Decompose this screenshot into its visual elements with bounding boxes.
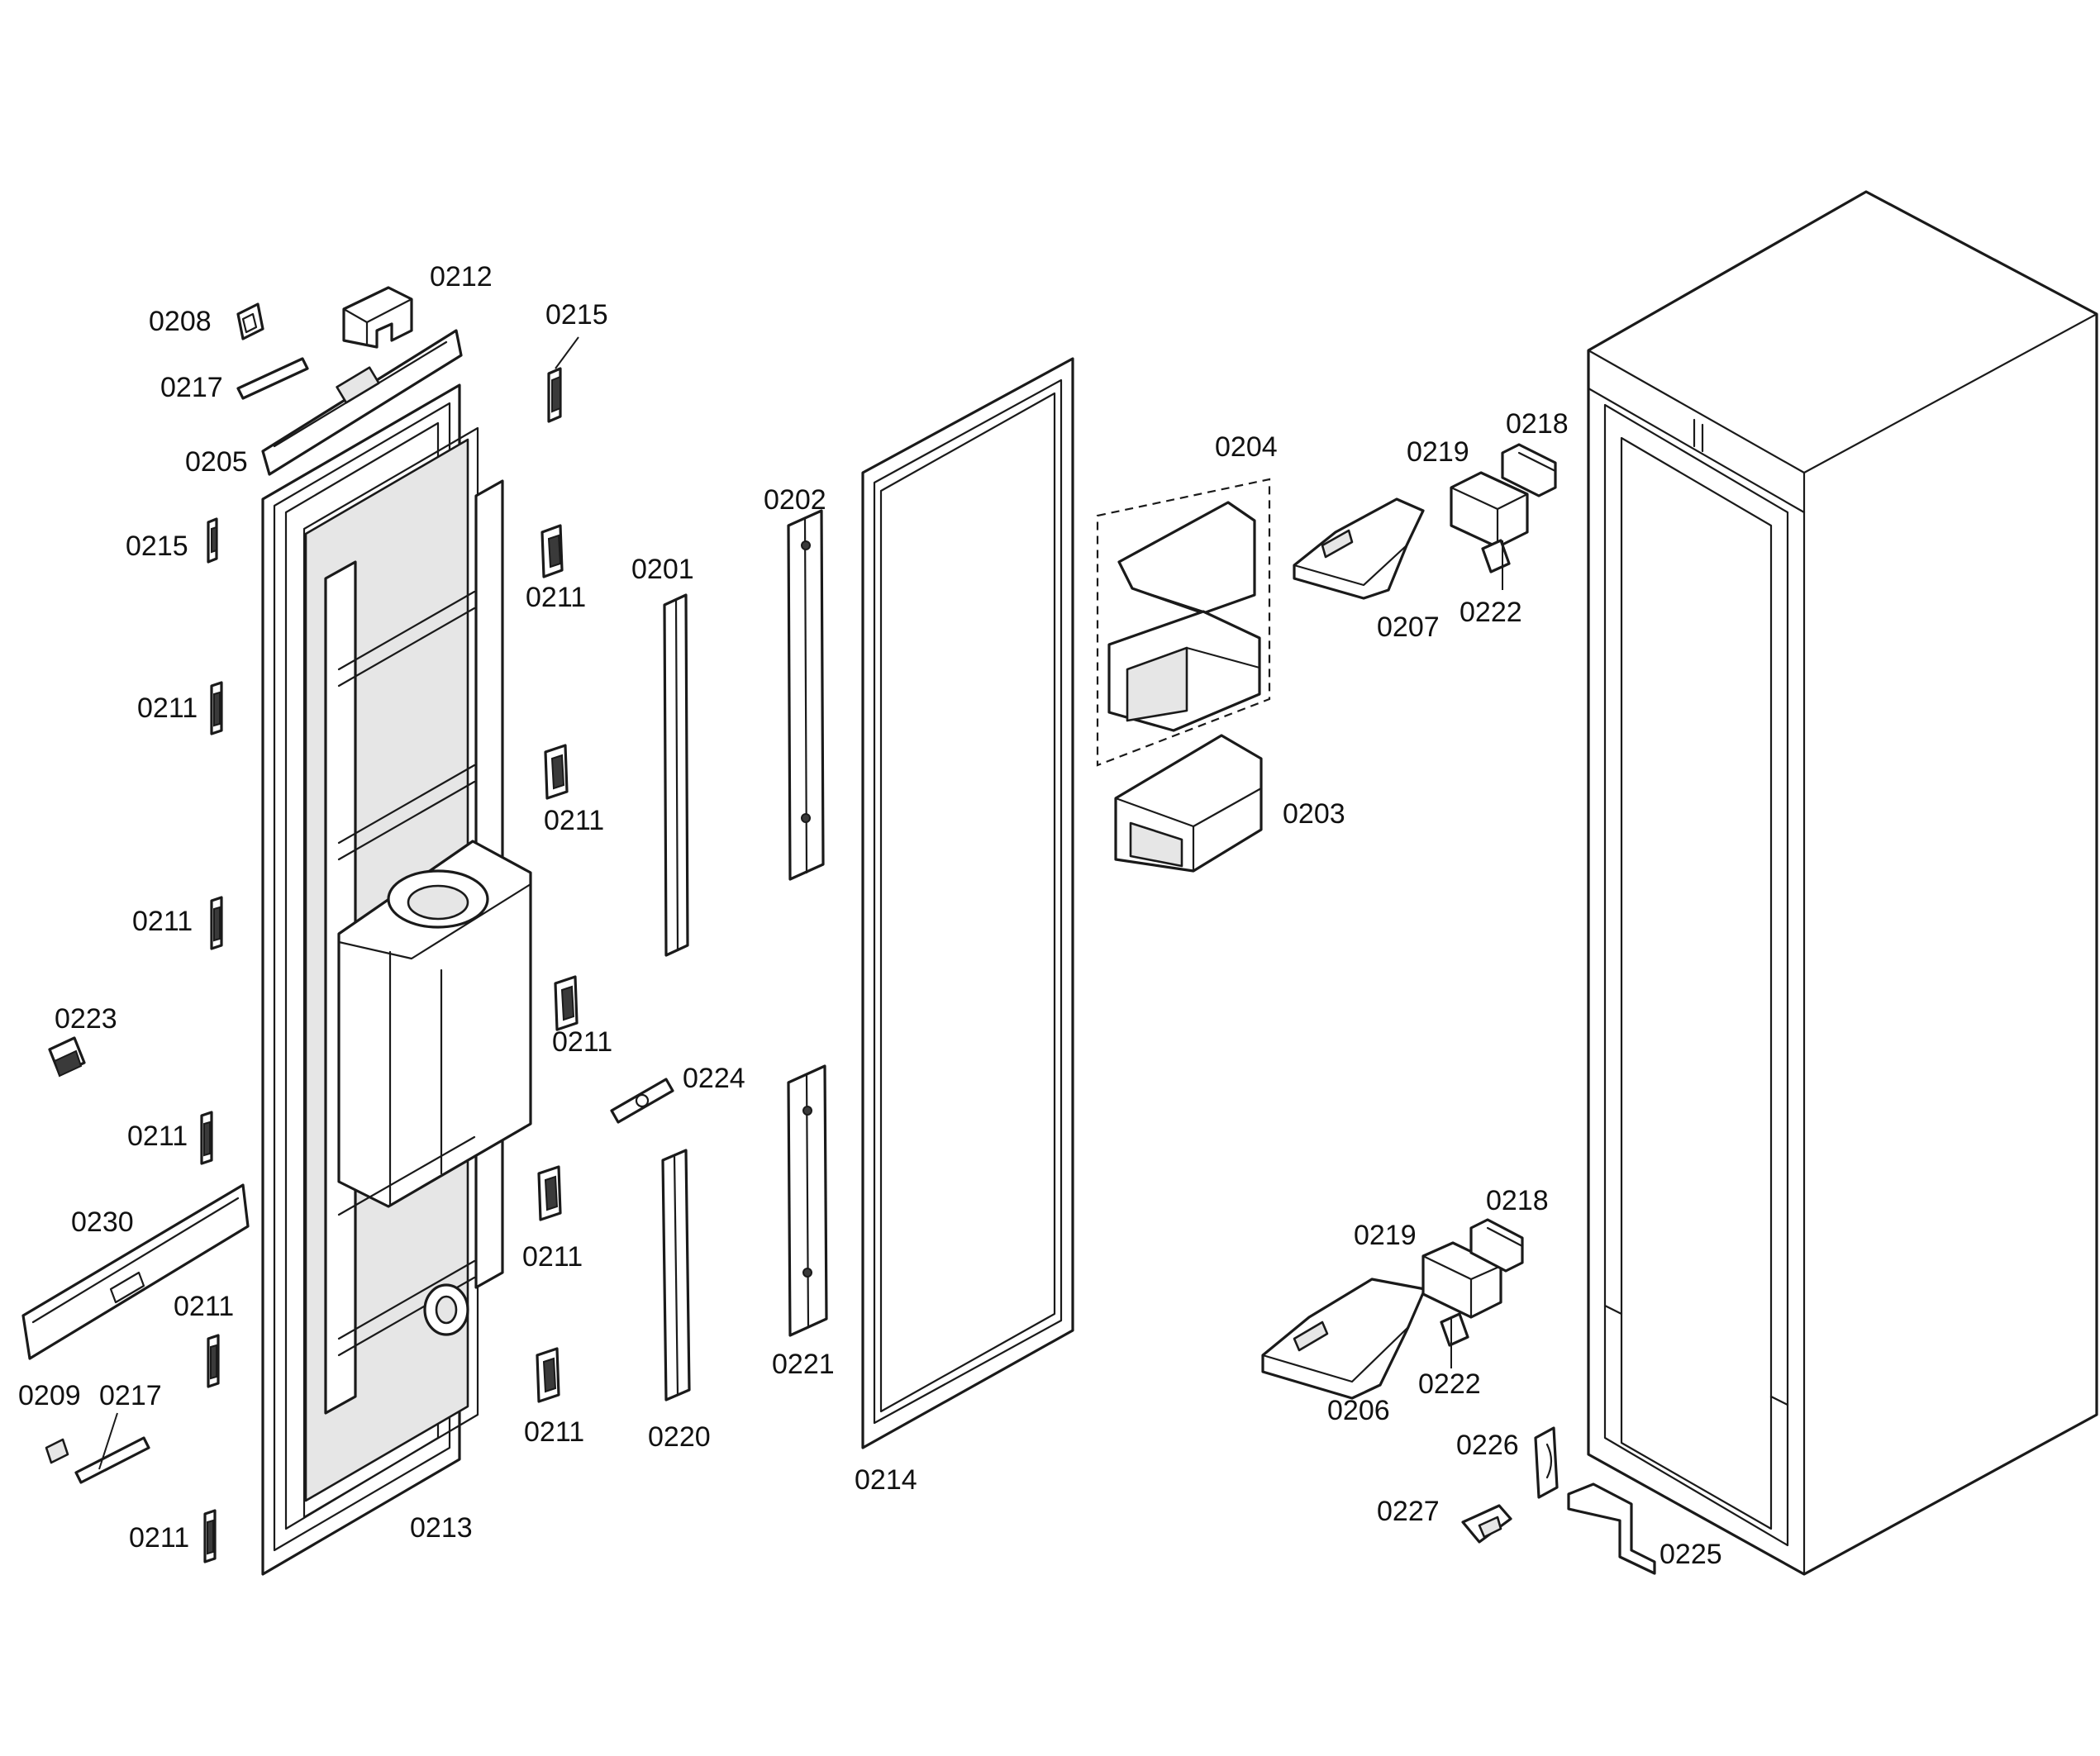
callout-0219-lower: 0219 xyxy=(1354,1220,1417,1251)
part-0218-lower-clip xyxy=(1469,1218,1524,1273)
callout-0227: 0227 xyxy=(1377,1496,1440,1527)
callout-0204: 0204 xyxy=(1215,431,1278,463)
callout-0211-a: 0211 xyxy=(526,582,586,613)
callout-0208: 0208 xyxy=(149,306,212,337)
part-0230-plate xyxy=(21,1183,250,1360)
part-0222-lower-plate xyxy=(1440,1312,1469,1347)
part-0227-bracket xyxy=(1461,1504,1512,1544)
callout-0220: 0220 xyxy=(648,1421,711,1453)
leader-lines xyxy=(98,336,1503,1470)
callout-labels: 0212 0208 0215 0217 0205 0215 0211 0211 … xyxy=(18,261,1722,1570)
part-0226-latch xyxy=(1534,1426,1559,1499)
clip-0211-5 xyxy=(554,975,579,1031)
callout-0217-top: 0217 xyxy=(160,372,223,403)
callout-0211-f: 0211 xyxy=(127,1121,188,1152)
callout-0211-j: 0211 xyxy=(129,1522,189,1554)
clip-0211-4 xyxy=(210,896,223,950)
callout-0215-left: 0215 xyxy=(126,531,188,562)
part-0219-upper-bracket xyxy=(1450,471,1529,549)
hinge-clips xyxy=(200,367,579,1563)
part-0220-trim xyxy=(661,1149,691,1401)
callout-0222-upper: 0222 xyxy=(1460,597,1522,628)
cabinet xyxy=(1587,190,2098,1576)
callout-0225: 0225 xyxy=(1660,1539,1722,1570)
clip-0211-1 xyxy=(540,524,564,578)
callout-0213: 0213 xyxy=(410,1512,473,1544)
callout-0218-lower: 0218 xyxy=(1486,1185,1549,1216)
part-0217-strip-top xyxy=(236,357,309,400)
callout-0211-e: 0211 xyxy=(552,1026,612,1058)
callout-0230: 0230 xyxy=(71,1206,134,1238)
clip-0211-2 xyxy=(210,681,223,735)
part-0207-upper-hinge xyxy=(1293,497,1425,600)
callout-0211-g: 0211 xyxy=(522,1241,583,1273)
callout-0222-lower: 0222 xyxy=(1418,1368,1481,1400)
callout-0224: 0224 xyxy=(683,1063,745,1094)
callout-0202: 0202 xyxy=(764,484,826,516)
clip-0211-3 xyxy=(544,744,569,800)
callout-0218-upper: 0218 xyxy=(1506,408,1569,440)
part-0208-clip xyxy=(236,302,264,340)
part-0219-lower-bracket xyxy=(1421,1241,1502,1319)
callout-0207: 0207 xyxy=(1377,612,1440,643)
callout-0211-i: 0211 xyxy=(524,1416,584,1448)
callout-0215-top: 0215 xyxy=(545,299,608,331)
callout-0205: 0205 xyxy=(185,446,248,478)
callout-0211-b: 0211 xyxy=(137,692,198,724)
part-0217-strip-bottom xyxy=(74,1436,150,1484)
callout-0211-c: 0211 xyxy=(544,805,604,836)
part-0209-small-part xyxy=(45,1438,69,1464)
callout-0211-d: 0211 xyxy=(132,906,193,937)
callout-0226: 0226 xyxy=(1456,1430,1519,1461)
part-0214-gasket xyxy=(861,357,1074,1449)
callout-0209: 0209 xyxy=(18,1380,81,1411)
clip-0211-10 xyxy=(203,1509,217,1563)
callout-0201: 0201 xyxy=(631,554,694,585)
part-0225-base-bracket xyxy=(1567,1482,1656,1575)
clip-0211-6 xyxy=(200,1111,213,1165)
part-0221-handle xyxy=(787,1064,828,1337)
part-0205-top-bracket xyxy=(261,329,463,476)
door-assembly xyxy=(261,383,532,1576)
part-0203-bin xyxy=(1114,734,1263,873)
part-0224-plate xyxy=(610,1078,674,1124)
clip-0215-right xyxy=(547,367,562,423)
callout-0206: 0206 xyxy=(1327,1395,1390,1426)
part-0218-upper-clip xyxy=(1501,443,1557,497)
part-0206-lower-hinge xyxy=(1261,1278,1426,1400)
callout-0211-h: 0211 xyxy=(174,1291,234,1322)
part-0204-bin-assembly xyxy=(1096,478,1271,767)
callout-0217-bottom: 0217 xyxy=(99,1380,162,1411)
callout-0214: 0214 xyxy=(855,1464,917,1496)
clip-0215-left xyxy=(207,517,218,564)
part-0223-block xyxy=(48,1036,86,1078)
clip-0211-7 xyxy=(537,1165,562,1221)
callout-0212: 0212 xyxy=(430,261,493,293)
clip-0211-8 xyxy=(207,1334,220,1388)
callout-0221: 0221 xyxy=(772,1349,835,1380)
clip-0211-9 xyxy=(536,1347,560,1403)
part-0201-trim xyxy=(663,593,689,957)
part-0212-cap xyxy=(342,286,413,349)
callout-0219-upper: 0219 xyxy=(1407,436,1469,468)
callout-0223: 0223 xyxy=(55,1003,117,1035)
part-0202-handle xyxy=(787,509,825,881)
part-0222-upper-plate xyxy=(1481,539,1511,573)
callout-0203: 0203 xyxy=(1283,798,1345,830)
